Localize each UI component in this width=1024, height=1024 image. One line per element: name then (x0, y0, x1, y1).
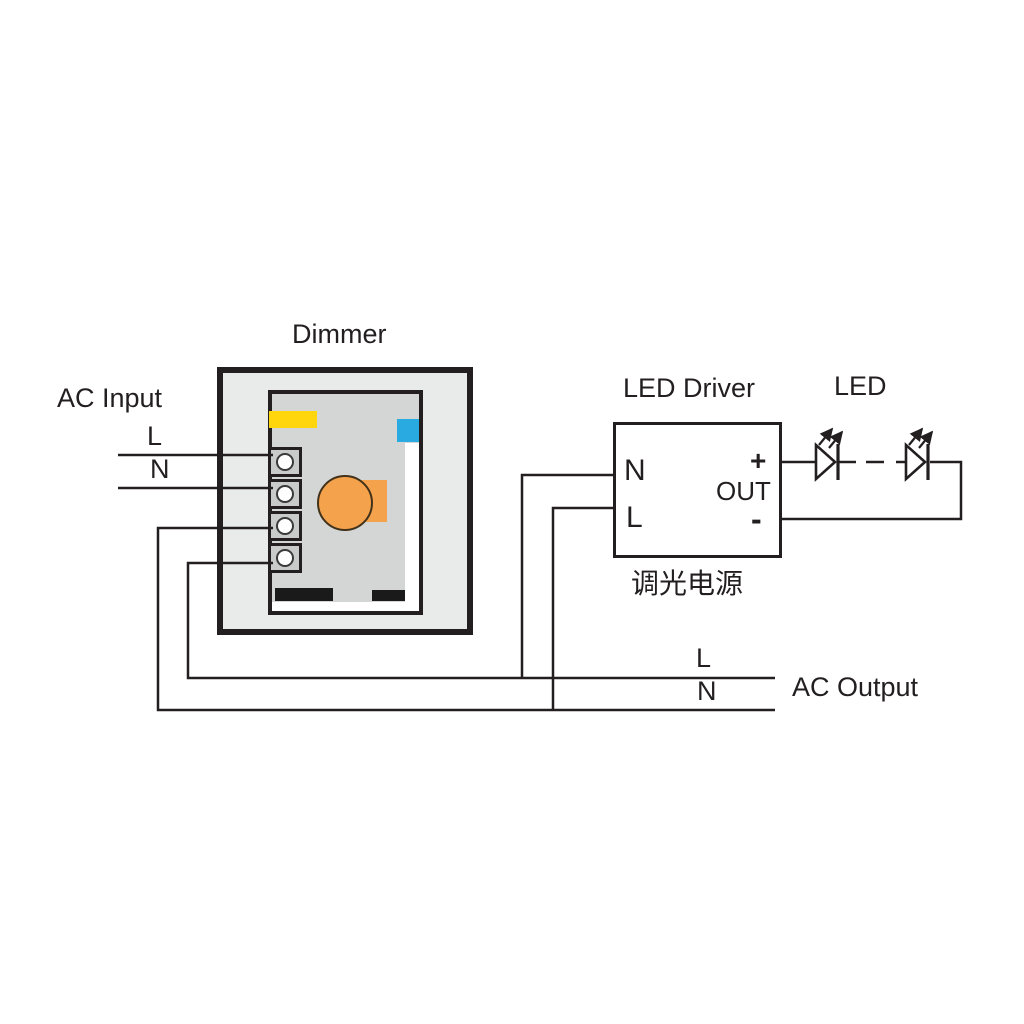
led-title: LED (834, 371, 887, 401)
wire-driver-n-branch (520, 473, 613, 678)
led-driver-title: LED Driver (623, 373, 756, 403)
pcb-white-margin-right (405, 443, 419, 611)
wire-led-return-to-minus (782, 460, 963, 521)
pcb-component-black-left (275, 588, 333, 601)
driver-minus-label: - (751, 501, 762, 537)
driver-terminal-l-label: L (626, 501, 643, 534)
driver-out-label: OUT (716, 476, 771, 506)
driver-subtitle-cn: 调光电源 (631, 568, 744, 599)
led-icon-2 (904, 427, 934, 482)
driver-terminal-n-label: N (624, 454, 646, 487)
pcb-component-blue (397, 419, 419, 442)
terminal-screw-icon (276, 453, 294, 471)
pcb-component-yellow (269, 411, 317, 428)
driver-plus-label: + (750, 445, 767, 476)
dimmer-terminal-1 (268, 447, 302, 477)
dimmer-terminal-3 (268, 511, 302, 541)
pcb-component-black-right (372, 590, 405, 601)
ac-output-label: AC Output (792, 672, 919, 702)
ac-output-line-l-label: L (696, 643, 712, 673)
pcb-white-margin-bottom (272, 602, 419, 611)
potentiometer-knob (317, 475, 373, 531)
terminal-screw-icon (276, 517, 294, 535)
led-anode-triangle (814, 442, 837, 482)
dimmer-terminal-4 (268, 543, 302, 573)
dimmer-title: Dimmer (292, 319, 387, 349)
ac-input-label: AC Input (57, 383, 163, 413)
led-emission-arrow (908, 427, 924, 446)
ac-input-line-n-label: N (150, 454, 170, 484)
wire-driver-l-branch (551, 506, 613, 710)
led-emission-arrow (918, 430, 934, 449)
ac-output-line-n-label: N (697, 676, 717, 706)
dimmer-terminal-2 (268, 479, 302, 509)
led-icon-1 (814, 427, 844, 482)
ac-input-line-l-label: L (147, 421, 163, 451)
led-emission-arrow (828, 430, 844, 449)
terminal-screw-icon (276, 485, 294, 503)
terminal-screw-icon (276, 549, 294, 567)
led-emission-arrow (818, 427, 834, 446)
led-anode-triangle (904, 442, 927, 482)
